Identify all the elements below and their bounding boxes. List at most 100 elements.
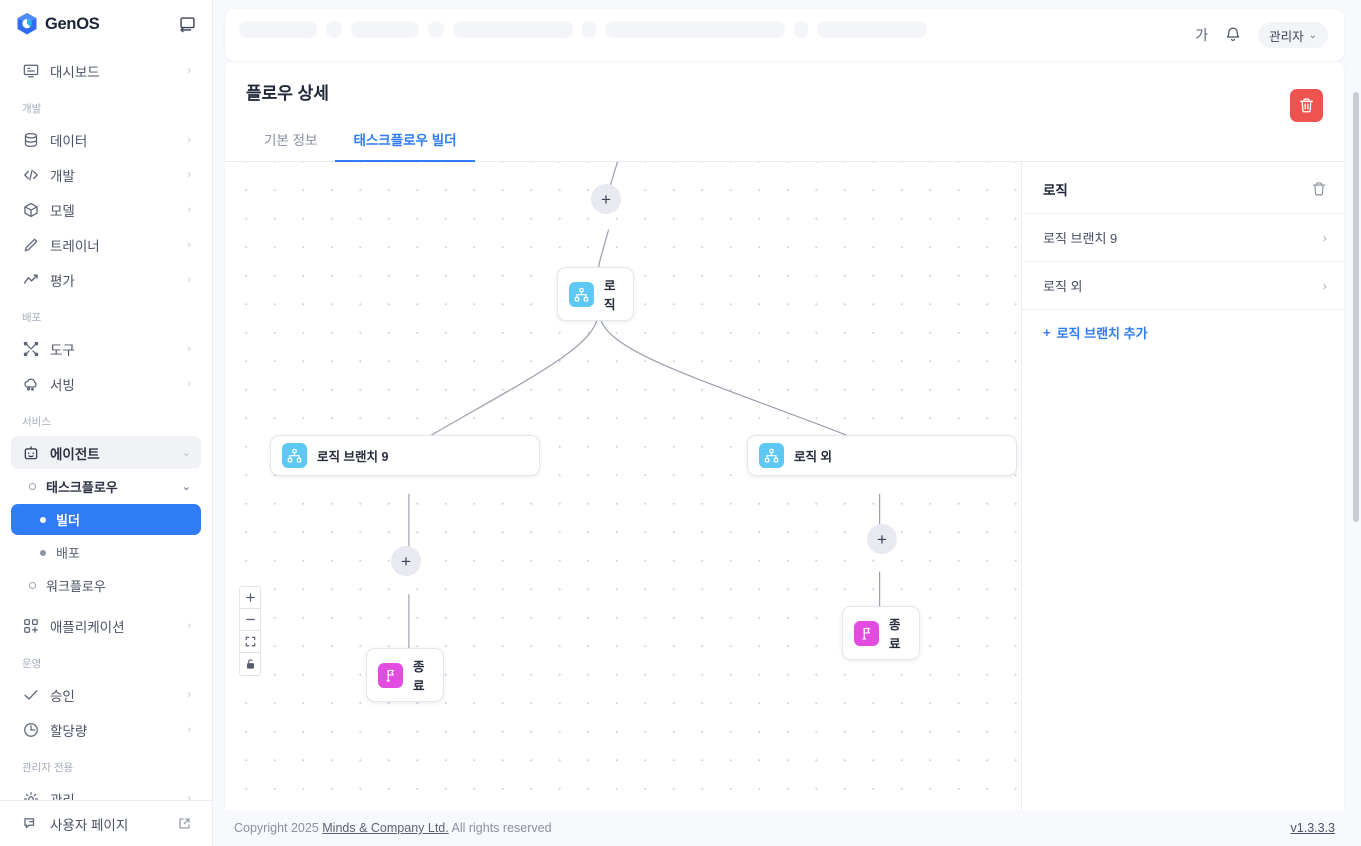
sidebar-item-approval[interactable]: 승인 › xyxy=(11,678,201,711)
inspector-row-branch-else[interactable]: 로직 외 › xyxy=(1022,261,1344,309)
sidebar-item-application[interactable]: 애플리케이션 › xyxy=(11,609,201,642)
plus-icon: + xyxy=(877,529,887,549)
sidebar-item-label: 사용자 페이지 xyxy=(50,817,129,833)
sidebar-item-develop[interactable]: 개발 › xyxy=(11,158,201,191)
version-link[interactable]: v1.3.3.3 xyxy=(1290,821,1335,835)
sidebar-item-serving[interactable]: 서빙 › xyxy=(11,367,201,400)
sidebar: GenOS 대시보드 › 개발 xyxy=(0,0,213,846)
flow-canvas[interactable]: + 로직 xyxy=(225,162,1022,810)
tab-taskflow-builder[interactable]: 태스크플로우 빌더 xyxy=(335,120,475,162)
breadcrumb-skeleton xyxy=(239,21,927,38)
company-link[interactable]: Minds & Company Ltd. xyxy=(322,821,449,835)
logic-branch-icon xyxy=(569,281,594,307)
brand-logo[interactable]: GenOS xyxy=(16,12,100,36)
sidebar-subitem-builder[interactable]: 빌더 xyxy=(11,504,201,535)
genos-logo-icon xyxy=(16,12,38,36)
gear-icon xyxy=(22,790,39,800)
flow-node-label: 로직 xyxy=(604,279,616,312)
sidebar-item-label: 개발 xyxy=(50,168,75,184)
main-area: 가 관리자 ⌄ 플로우 상세 xyxy=(213,0,1361,846)
sidebar-footer: 사용자 페이지 xyxy=(0,800,212,846)
chevron-right-icon: › xyxy=(187,238,191,251)
cube-icon xyxy=(22,201,39,218)
sidebar-item-label: 트레이너 xyxy=(50,238,100,254)
sidebar-subitem-label: 배포 xyxy=(56,546,80,561)
chevron-down-icon: ⌄ xyxy=(181,481,191,493)
chevron-right-icon: › xyxy=(187,792,191,801)
sidebar-subitem-label: 태스크플로우 xyxy=(46,480,118,495)
chevron-right-icon: › xyxy=(187,723,191,736)
tools-icon xyxy=(22,340,39,357)
sidebar-item-label: 서빙 xyxy=(50,377,75,393)
flow-node-end-left[interactable]: 종료 xyxy=(366,648,444,702)
flow-node-label: 로직 외 xyxy=(794,450,832,464)
chevron-right-icon: › xyxy=(187,377,191,390)
sidebar-item-label: 대시보드 xyxy=(50,64,100,80)
flag-icon xyxy=(854,620,879,646)
add-node-button-left[interactable]: + xyxy=(391,546,421,576)
inspector-title: 로직 xyxy=(1043,183,1068,198)
font-size-button[interactable]: 가 xyxy=(1195,27,1209,43)
sidebar-item-taskflow[interactable]: 태스크플로우 ⌄ xyxy=(11,471,201,502)
chevron-right-icon: › xyxy=(1322,230,1327,245)
sidebar-item-management[interactable]: 관리 › xyxy=(11,782,201,800)
skeleton-block xyxy=(794,21,808,38)
sidebar-item-evaluation[interactable]: 평가 › xyxy=(11,263,201,296)
fit-view-button[interactable] xyxy=(240,631,260,653)
vertical-scrollbar[interactable] xyxy=(1353,92,1359,522)
sidebar-item-user-page[interactable]: 사용자 페이지 xyxy=(11,807,201,840)
flow-nodes: + 로직 xyxy=(225,162,1021,810)
inspector-header: 로직 xyxy=(1022,162,1344,213)
delete-flow-button[interactable] xyxy=(1290,89,1323,122)
sidebar-item-label: 승인 xyxy=(50,688,75,704)
lock-toggle-button[interactable] xyxy=(240,653,260,675)
plus-icon: + xyxy=(1043,325,1051,340)
sidebar-item-label: 관리 xyxy=(50,792,75,801)
chevron-right-icon: › xyxy=(187,203,191,216)
flow-node-label: 종료 xyxy=(413,660,425,693)
copyright-prefix: Copyright 2025 xyxy=(234,821,323,835)
chevron-right-icon: › xyxy=(187,619,191,632)
sidebar-item-dashboard[interactable]: 대시보드 › xyxy=(11,54,201,87)
sidebar-item-data[interactable]: 데이터 › xyxy=(11,123,201,156)
flow-node-branch-9[interactable]: 로직 브랜치 9 xyxy=(270,435,540,476)
skeleton-block xyxy=(326,21,342,38)
sidebar-item-quota[interactable]: 할당량 › xyxy=(11,713,201,746)
bell-icon[interactable] xyxy=(1224,26,1242,44)
sidebar-subitem-label: 워크플로우 xyxy=(46,579,106,594)
chevron-right-icon: › xyxy=(187,168,191,181)
sidebar-item-label: 모델 xyxy=(50,203,75,219)
database-icon xyxy=(22,131,39,148)
chart-line-icon xyxy=(22,271,39,288)
flow-node-branch-else[interactable]: 로직 외 xyxy=(747,435,1017,476)
skeleton-block xyxy=(453,21,573,38)
panel-collapse-icon[interactable] xyxy=(176,13,198,35)
sidebar-item-label: 도구 xyxy=(50,342,75,358)
builder-area: + 로직 xyxy=(225,162,1344,810)
sidebar-subitem-deployment[interactable]: 배포 xyxy=(11,537,201,568)
flow-node-logic[interactable]: 로직 xyxy=(557,267,634,321)
tab-basic-info[interactable]: 기본 정보 xyxy=(264,133,318,148)
sidebar-item-label: 애플리케이션 xyxy=(50,619,125,635)
copyright-text: Copyright 2025 Minds & Company Ltd. All … xyxy=(234,821,552,835)
add-node-button-top[interactable]: + xyxy=(591,184,621,214)
canvas-controls xyxy=(239,586,261,676)
sidebar-item-agent[interactable]: 에이전트 ⌄ xyxy=(11,436,201,469)
user-menu-button[interactable]: 관리자 ⌄ xyxy=(1258,22,1328,48)
sidebar-item-tools[interactable]: 도구 › xyxy=(11,332,201,365)
sidebar-item-model[interactable]: 모델 › xyxy=(11,193,201,226)
chevron-right-icon: › xyxy=(1322,278,1327,293)
inspector-delete-button[interactable] xyxy=(1311,181,1327,197)
plus-icon: + xyxy=(601,189,611,209)
add-node-button-right[interactable]: + xyxy=(867,524,897,554)
user-name: 관리자 xyxy=(1269,29,1304,44)
zoom-out-button[interactable] xyxy=(240,609,260,631)
flow-node-end-right[interactable]: 종료 xyxy=(842,606,920,660)
zoom-in-button[interactable] xyxy=(240,587,260,609)
sidebar-item-workflow[interactable]: 워크플로우 xyxy=(11,570,201,601)
skeleton-block xyxy=(817,21,927,38)
sidebar-item-trainer[interactable]: 트레이너 › xyxy=(11,228,201,261)
add-logic-branch-button[interactable]: + 로직 브랜치 추가 xyxy=(1022,309,1344,355)
inspector-row-branch-9[interactable]: 로직 브랜치 9 › xyxy=(1022,213,1344,261)
